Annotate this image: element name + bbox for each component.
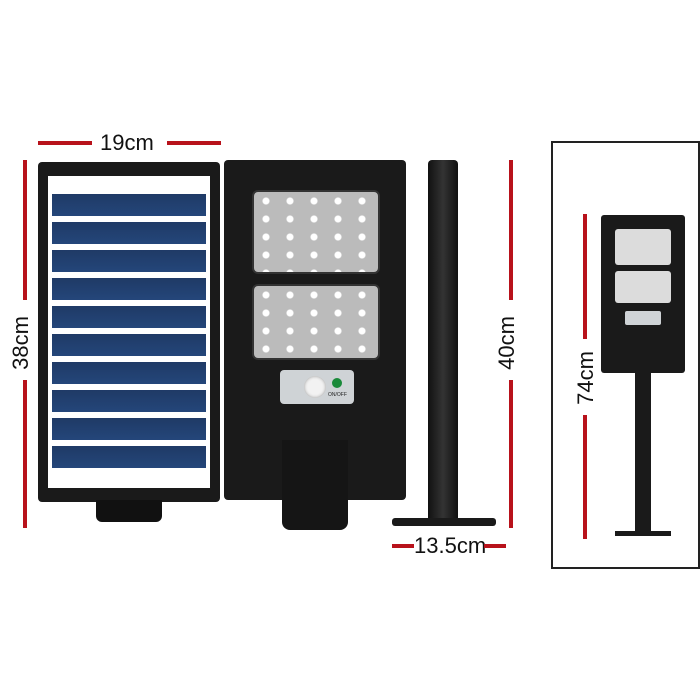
base-width-label: 13.5cm bbox=[414, 533, 487, 558]
base-width-line-left bbox=[392, 544, 414, 548]
switch-label: ON/OFF bbox=[328, 392, 347, 398]
height-dimension-label: 38cm bbox=[7, 316, 33, 370]
pole-height-line-top bbox=[509, 160, 513, 300]
height-dimension-line-bottom bbox=[23, 380, 27, 528]
solar-cells bbox=[52, 194, 206, 472]
base-width-line-right bbox=[484, 544, 506, 548]
width-dimension-label: 19cm bbox=[100, 130, 154, 155]
width-dimension-line-left bbox=[38, 141, 92, 145]
total-height-label: 74cm bbox=[572, 351, 598, 405]
sensor-panel: ON/OFF bbox=[280, 370, 354, 404]
assembled-view-frame: 74cm bbox=[551, 141, 700, 569]
light-neck bbox=[282, 440, 348, 530]
height-dimension-line-top bbox=[23, 160, 27, 300]
assembled-base bbox=[615, 531, 671, 536]
solar-panel-mount bbox=[96, 500, 162, 522]
pole-height-line-bottom bbox=[509, 380, 513, 528]
pole bbox=[428, 160, 458, 520]
power-switch-button[interactable] bbox=[332, 378, 342, 388]
pir-sensor-icon bbox=[304, 376, 326, 398]
assembled-pole bbox=[635, 363, 651, 535]
pole-base bbox=[392, 518, 496, 526]
assembled-light bbox=[601, 215, 685, 373]
width-dimension-line-right bbox=[167, 141, 221, 145]
solar-panel bbox=[38, 162, 220, 502]
pole-height-label: 40cm bbox=[493, 316, 519, 370]
light-body: ON/OFF bbox=[224, 160, 406, 500]
